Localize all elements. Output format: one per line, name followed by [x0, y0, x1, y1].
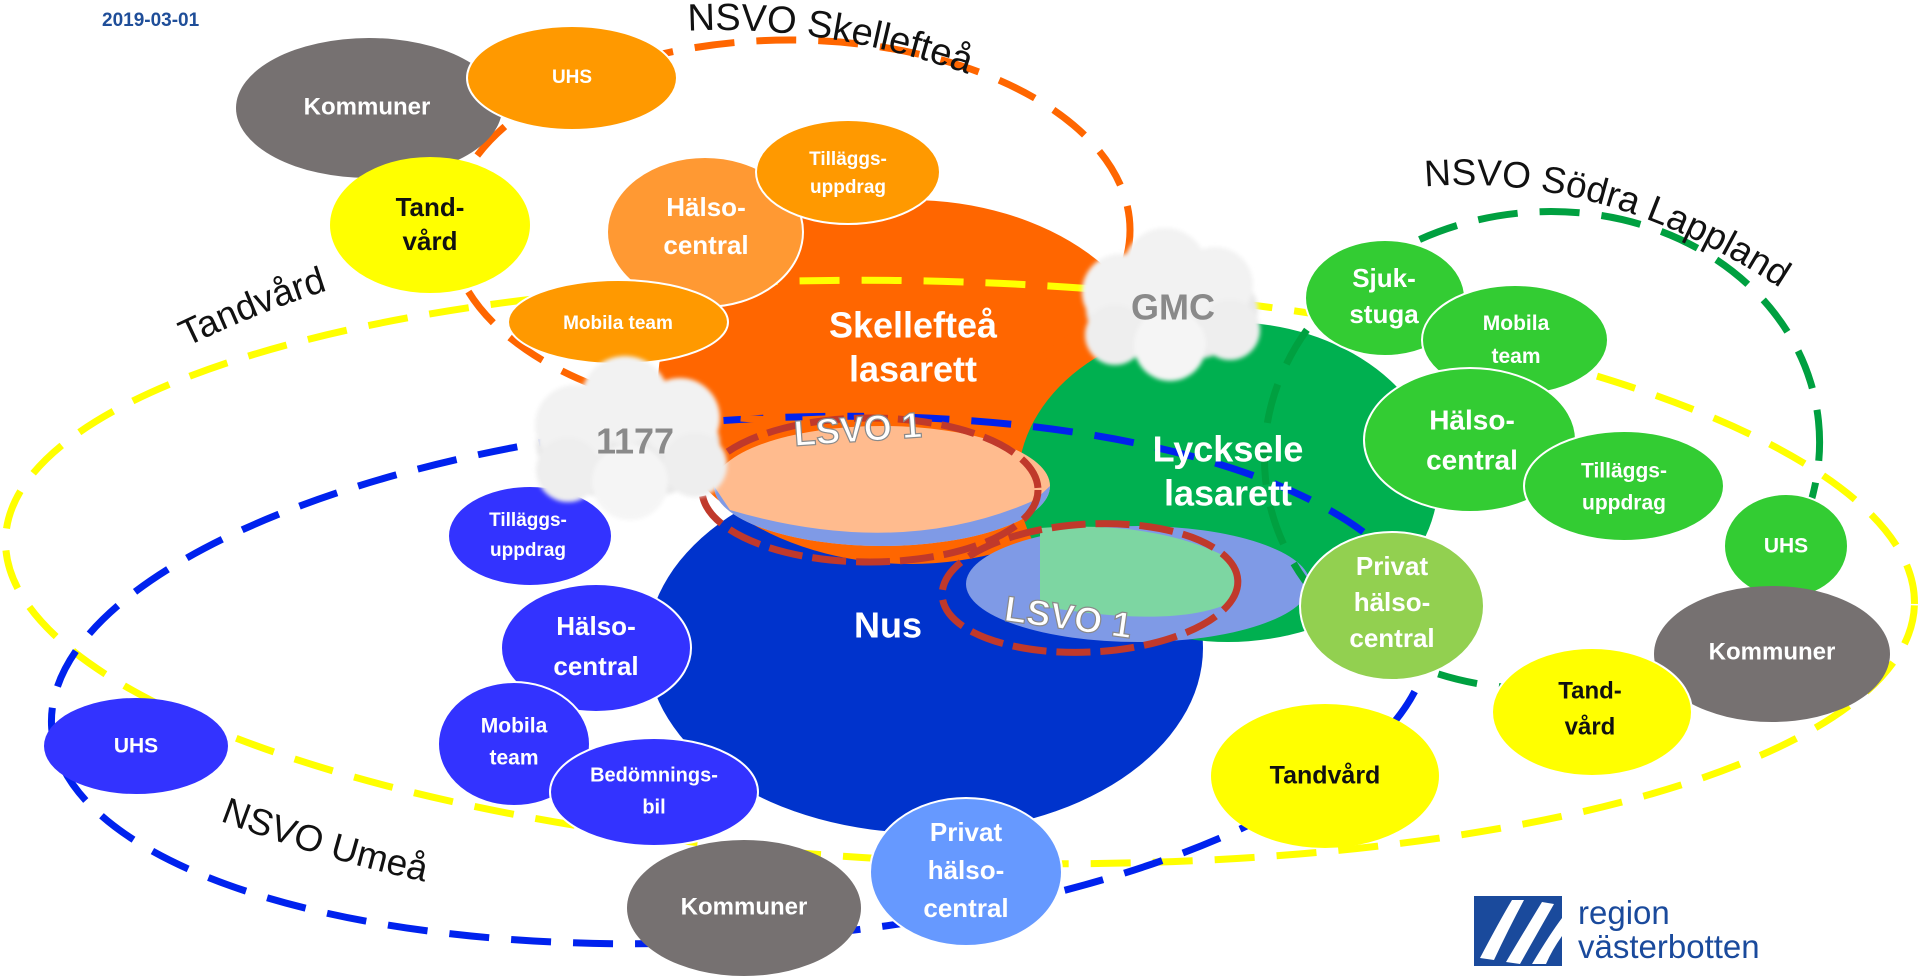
region-vasterbotten-logo-mark [1474, 896, 1562, 966]
halsocentral-skelleftea-label: Hälso-central [663, 192, 748, 260]
tillaggsuppdrag-umea [447, 485, 613, 587]
kommuner-lappland-label: Kommuner [1709, 638, 1836, 665]
sjukstuga-label: Sjuk-stuga [1349, 263, 1419, 329]
nsvo-skelleftea-ring [446, 36, 1134, 424]
cloud-1177 [535, 356, 727, 520]
tandvard-lappland [1491, 647, 1693, 777]
region-vasterbotten-logo-text: region västerbotten [1578, 896, 1760, 964]
lsvo-ring-top [698, 414, 1042, 566]
tillaggsuppdrag-umea-label: Tilläggs-uppdrag [489, 510, 567, 561]
bedomningsbil-umea-label: Bedömnings-bil [590, 764, 718, 818]
gmc-cloud [1082, 228, 1260, 381]
kommuner-skelleftea [236, 38, 502, 178]
overlap-skelleftea-nus-lower [714, 486, 1050, 546]
uhs-umea [44, 698, 228, 794]
tandvard-umea [1211, 704, 1439, 848]
gmc-label: GMC [1131, 287, 1215, 328]
lsvo-label-top: LSVO 1 [792, 404, 923, 454]
privat-halsocentral-umea [869, 797, 1063, 947]
nsvo-sodra-lappland-label: NSVO Södra Lappland [1423, 152, 1798, 295]
tandvard-lappland-label: Tand-vård [1558, 677, 1622, 740]
overlap-lycksele-nus-upper [1040, 526, 1236, 617]
kommuner-umea [627, 840, 861, 976]
halsocentral-umea-label: Hälso-central [553, 611, 638, 681]
kommuner-umea-label: Kommuner [681, 893, 808, 920]
logo-line-1: region [1578, 894, 1670, 931]
uhs-skelleftea-label: UHS [552, 67, 592, 88]
tandvard-ring [2, 276, 1918, 868]
halsocentral-umea [500, 583, 692, 713]
privat-halsocentral-lappland [1299, 531, 1485, 681]
mobila-team-umea [437, 681, 591, 807]
uhs-lappland-label: UHS [1764, 535, 1808, 558]
tillaggsuppdrag-skelleftea-label: Tilläggs-uppdrag [809, 149, 887, 198]
date-label: 2019-03-01 [102, 10, 200, 31]
uhs-umea-label: UHS [114, 735, 158, 758]
halsocentral-lappland-label: Hälso-central [1426, 404, 1518, 475]
kommuner-skelleftea-label: Kommuner [304, 93, 431, 120]
bedomningsbil-umea [549, 737, 759, 847]
nsvo-umea-label: NSVO Umeå [217, 790, 432, 890]
lsvo-ring-bottom [938, 520, 1242, 656]
tillaggsuppdrag-skelleftea [755, 119, 941, 225]
tandvard-umea-label: Tandvård [1270, 762, 1381, 790]
uhs-skelleftea [466, 25, 678, 131]
kommuner-lappland [1654, 586, 1890, 722]
tandvard-skelleftea-label: Tand-vård [396, 192, 465, 256]
label-1177: 1177 [596, 421, 674, 462]
tandvard-skelleftea [330, 157, 530, 293]
tandvard-network-label: Tandvård [172, 259, 330, 354]
overlap-skelleftea-nus [714, 426, 1050, 546]
tillaggsuppdrag-lappland-label: Tilläggs-uppdrag [1581, 460, 1667, 515]
mobila-team-skelleftea-label: Mobila team [563, 313, 673, 334]
tillaggsuppdrag-lappland [1523, 430, 1725, 542]
logo-line-2: västerbotten [1578, 928, 1760, 965]
nus-label: Nus [854, 605, 922, 646]
